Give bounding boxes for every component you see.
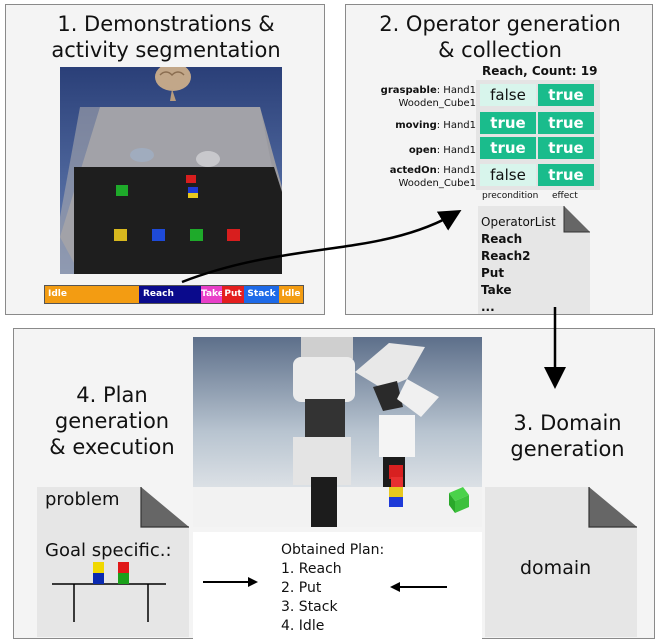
plan-box bbox=[193, 532, 482, 639]
goal-table-drawing bbox=[52, 562, 166, 622]
operator-list-text: OperatorList Reach Reach2 Put Take ... bbox=[481, 214, 556, 316]
operator-item: Reach2 bbox=[481, 249, 531, 263]
robot-scene-image bbox=[193, 337, 482, 527]
operator-item: ... bbox=[481, 300, 495, 314]
predicate-name: graspable bbox=[380, 85, 437, 96]
problem-document bbox=[37, 487, 189, 637]
operator-item: Reach bbox=[481, 232, 523, 246]
predicate-label: moving: Hand1 bbox=[395, 120, 476, 131]
precondition-cell: false bbox=[480, 164, 536, 186]
predicate-name: open bbox=[408, 145, 437, 156]
segment-take: Take bbox=[201, 286, 224, 303]
goal-specification-label: Goal specific.: bbox=[45, 540, 172, 561]
segment-idle: Idle bbox=[45, 286, 139, 303]
column-label-precondition: precondition bbox=[482, 191, 539, 201]
column-label-effect: effect bbox=[552, 191, 578, 201]
obtained-plan: Obtained Plan: 1. Reach 2. Put 3. Stack … bbox=[281, 541, 384, 636]
plan-step: 2. Put bbox=[281, 580, 322, 596]
domain-document bbox=[485, 487, 637, 637]
panel1-title: 1. Demonstrations & activity segmentatio… bbox=[51, 12, 281, 62]
operator-list-header: OperatorList bbox=[481, 215, 556, 229]
plan-step: 1. Reach bbox=[281, 561, 342, 577]
panel2-title: 2. Operator generation & collection bbox=[379, 12, 621, 62]
operator-table: Reach, Count: 19 graspable: Hand1 Wooden… bbox=[372, 64, 600, 190]
operator-item: Put bbox=[481, 266, 505, 280]
problem-label: problem bbox=[45, 489, 120, 510]
segment-idle-end: Idle bbox=[279, 286, 303, 303]
activity-segmentation-bar: Idle Reach Take Put Stack Idle bbox=[44, 285, 304, 304]
predicate-name: actedOn bbox=[389, 165, 437, 176]
effect-cell: true bbox=[538, 84, 594, 106]
panel3-title: 3. Domain generation bbox=[510, 411, 625, 461]
precondition-cell: false bbox=[480, 84, 536, 106]
plan-header: Obtained Plan: bbox=[281, 542, 385, 558]
operator-list-document bbox=[478, 206, 590, 314]
plan-step: 3. Stack bbox=[281, 599, 338, 615]
demonstration-scene-image bbox=[60, 67, 282, 274]
panel4-title: 4. Plan generation & execution bbox=[49, 383, 175, 459]
plan-step: 4. Idle bbox=[281, 618, 325, 634]
operator-item: Take bbox=[481, 283, 512, 297]
predicate-name: moving bbox=[395, 120, 437, 131]
segment-reach: Reach bbox=[139, 286, 201, 303]
domain-label: domain bbox=[520, 557, 592, 579]
segment-put: Put bbox=[222, 286, 244, 303]
predicate-label: open: Hand1 bbox=[408, 145, 476, 156]
operator-table-title: Reach, Count: 19 bbox=[482, 64, 598, 78]
predicate-label: graspable: Hand1 Wooden_Cube1 bbox=[380, 85, 476, 109]
precondition-cell: true bbox=[480, 112, 536, 134]
effect-cell: true bbox=[538, 164, 594, 186]
segment-stack: Stack bbox=[244, 286, 279, 303]
effect-cell: true bbox=[538, 137, 594, 159]
predicate-label: actedOn: Hand1 Wooden_Cube1 bbox=[389, 165, 476, 189]
effect-cell: true bbox=[538, 112, 594, 134]
precondition-cell: true bbox=[480, 137, 536, 159]
